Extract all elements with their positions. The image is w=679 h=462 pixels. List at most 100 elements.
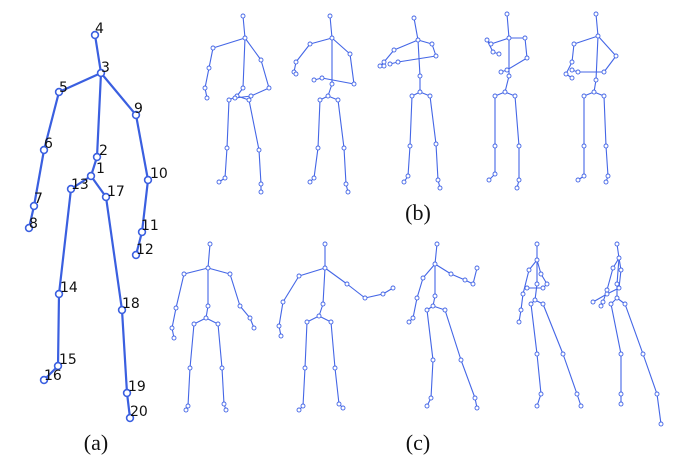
joint-9	[618, 267, 624, 273]
joint-16	[486, 177, 492, 183]
joint-5	[181, 271, 187, 277]
panel-b-skeleton-3	[377, 15, 443, 191]
bone-13-14	[426, 309, 434, 361]
bone-9-10	[450, 273, 466, 281]
joint-3	[96, 68, 106, 78]
joint-19	[472, 395, 478, 401]
bone-6-7	[412, 297, 418, 319]
joint-2	[534, 281, 540, 287]
joint-13	[409, 93, 415, 99]
bone-18-19	[334, 367, 340, 405]
joint-5	[571, 41, 577, 47]
joint-18	[332, 365, 338, 371]
joint-16	[39, 375, 49, 385]
joint-11	[380, 291, 386, 297]
bone-5-6	[571, 43, 575, 63]
joint-16	[575, 177, 581, 183]
bone-5-6	[42, 90, 61, 152]
joint-7	[600, 299, 606, 305]
panel-c-pose-sequence	[169, 241, 664, 427]
panel-b-skeleton-4	[484, 11, 530, 191]
joint-17	[512, 93, 518, 99]
bone-4-3	[434, 243, 438, 265]
joint-19	[654, 391, 660, 397]
bone-14-15	[56, 292, 61, 368]
joint-6	[280, 299, 286, 305]
joint-15	[538, 391, 544, 397]
joint-10	[601, 69, 607, 75]
joint-3	[322, 265, 328, 271]
joint-3	[329, 35, 335, 41]
bone-9-10	[260, 59, 270, 89]
joint-8	[598, 303, 604, 309]
joint-20	[125, 413, 135, 423]
joint-1	[86, 171, 96, 181]
bone-6-7	[520, 293, 524, 311]
joint-13	[424, 307, 430, 313]
bone-4-3	[93, 33, 103, 75]
bone-17-18	[514, 95, 520, 147]
joint-16	[618, 401, 624, 407]
bone-14-15	[536, 353, 542, 395]
joint-9	[522, 35, 528, 41]
joint-17	[328, 319, 334, 325]
joint-1	[591, 89, 597, 95]
bone-10-11	[239, 305, 251, 319]
joint-15	[300, 403, 306, 409]
bone-19-20	[656, 393, 662, 425]
joint-2	[205, 303, 211, 309]
bone-18-19	[120, 308, 129, 395]
bone-13-14	[530, 303, 538, 355]
joint-20	[578, 403, 584, 409]
joint-11	[575, 69, 581, 75]
joint-label-11: 11	[141, 218, 159, 234]
joint-7	[518, 307, 524, 313]
joint-label-10: 10	[150, 166, 168, 182]
joint-10	[524, 55, 530, 61]
joint-9	[258, 57, 264, 63]
bone-17-18	[248, 99, 260, 151]
bone-3-2	[595, 35, 599, 81]
joint-8	[496, 51, 502, 57]
joint-4	[534, 241, 540, 247]
bone-18-19	[221, 367, 225, 405]
joint-12	[590, 299, 596, 305]
joint-3	[595, 33, 601, 39]
panel-b-pose-sequence	[202, 11, 619, 195]
joint-13	[317, 97, 323, 103]
joint-16	[534, 403, 540, 409]
joint-20	[437, 185, 443, 191]
joint-7	[29, 201, 39, 211]
panel-b-label: (b)	[405, 200, 431, 225]
panel-b-skeleton-1	[202, 13, 272, 195]
joint-9	[131, 110, 141, 120]
joint-1	[325, 93, 331, 99]
joint-9	[613, 53, 619, 59]
joint-label-3: 3	[101, 60, 110, 76]
joint-6	[484, 37, 490, 43]
bone-10-11	[140, 178, 150, 234]
joint-12	[498, 69, 504, 75]
bone-10-11	[506, 57, 528, 71]
joint-12	[232, 95, 238, 101]
bone-4-3	[329, 15, 333, 39]
joint-13	[66, 184, 76, 194]
joint-12	[474, 265, 480, 271]
bone-4-3	[242, 15, 246, 39]
bone-18-19	[642, 353, 658, 395]
bone-5-6	[282, 275, 300, 303]
joint-1	[532, 297, 538, 303]
bone-5-6	[208, 47, 214, 69]
joint-10	[143, 175, 153, 185]
joint-15	[53, 361, 63, 371]
joint-17	[215, 321, 221, 327]
joint-5	[610, 265, 616, 271]
bone-14-15	[224, 147, 228, 179]
bone-13-14	[304, 321, 308, 369]
joint-16	[424, 403, 430, 409]
joint-2	[329, 81, 335, 87]
joint-8	[569, 75, 575, 81]
bone-4-3	[506, 13, 510, 39]
bone-10-11	[364, 293, 384, 299]
bone-2-1	[504, 75, 510, 93]
